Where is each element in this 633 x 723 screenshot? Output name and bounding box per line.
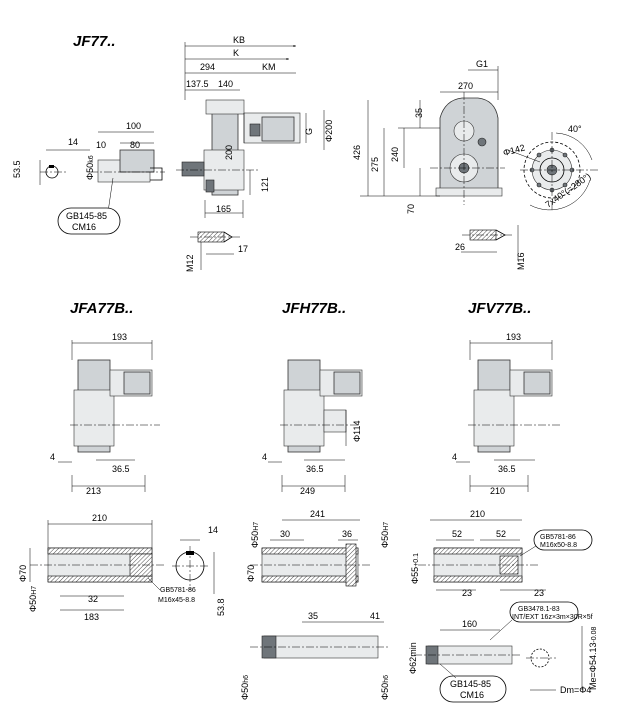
jfv-gb5781: GB5781-86 xyxy=(540,534,576,541)
jf-shaft-detail: 53.5 14 100 80 10 Φ50k6 GB145-85 CM16 xyxy=(12,121,165,235)
jfa-shaft-phi50: Φ50H7 xyxy=(28,586,38,612)
jfa-shaft-183: 183 xyxy=(84,612,99,622)
dim-26: 26 xyxy=(455,242,465,252)
jfa-shaft-32: 32 xyxy=(88,594,98,604)
jfh-shaft-41: 41 xyxy=(370,611,380,621)
dim-165: 165 xyxy=(216,204,231,214)
jfh-shaft-30: 30 xyxy=(280,529,290,539)
jfv-dim-36-5: 36.5 xyxy=(498,464,516,474)
dim-70: 70 xyxy=(406,204,416,214)
jfa-shaft-14: 14 xyxy=(208,525,218,535)
jfv-gb3478: GB3478.1-83 xyxy=(518,606,560,613)
jfh-shaft-phi50-lower-left: Φ50h6 xyxy=(240,675,250,700)
dim-10: 10 xyxy=(96,140,106,150)
jfv-gb3478-spec: INT/EXT 16z×3m×30R×5f xyxy=(512,614,593,621)
jf-front-view: 270 G1 426 275 240 35 70 26 M16 xyxy=(352,59,600,270)
jfv-shaft-52a: 52 xyxy=(452,529,462,539)
title-jf77: JF77.. xyxy=(73,33,116,50)
dim-m16: M16 xyxy=(516,252,526,270)
dim-phi200: Φ200 xyxy=(324,120,334,142)
jfa-dim-213: 213 xyxy=(86,486,101,496)
jfa-dim-36-5: 36.5 xyxy=(112,464,130,474)
dim-270: 270 xyxy=(458,81,473,91)
jfh-shaft-phi50-lower-right: Φ50h6 xyxy=(380,675,390,700)
jfh-dim-36-5: 36.5 xyxy=(306,464,324,474)
jfa-view: 193 4 36.5 213 xyxy=(50,332,160,496)
jfh-shaft-36: 36 xyxy=(342,529,352,539)
jfv-shaft-23a: 23 xyxy=(462,588,472,598)
dim-137-5: 137.5 xyxy=(186,79,209,89)
dim-426: 426 xyxy=(352,145,362,160)
jfa-gb-m16x45: M16x45-8.8 xyxy=(158,597,195,604)
jfv-dim-193: 193 xyxy=(506,332,521,342)
jfh-shaft-phi70: Φ70 xyxy=(246,565,256,582)
dim-35: 35 xyxy=(414,108,424,118)
jfa-shaft-phi70: Φ70 xyxy=(18,565,28,582)
jfv-dim-4: 4 xyxy=(452,452,457,462)
jfv-gb145-2: CM16 xyxy=(460,690,484,700)
dim-14: 14 xyxy=(68,137,78,147)
dim-240: 240 xyxy=(390,147,400,162)
angle-40: 40° xyxy=(568,124,582,134)
jf-side-view: KB K 294 KM 137.5 140 G Φ200 200 121 16 xyxy=(176,35,334,272)
jfa-shaft-53-8: 53.8 xyxy=(216,598,226,616)
dim-140: 140 xyxy=(218,79,233,89)
jfv-dim-210: 210 xyxy=(490,486,505,496)
jfv-me: Me=Φ54.13-0.08 xyxy=(588,626,598,690)
dim-kb: KB xyxy=(233,35,245,45)
jfh-shaft-241: 241 xyxy=(310,509,325,519)
dim-294: 294 xyxy=(200,62,215,72)
jfv-shaft-210: 210 xyxy=(470,509,485,519)
dim-121: 121 xyxy=(260,177,270,192)
dim-100: 100 xyxy=(126,121,141,131)
jfh-dim-4: 4 xyxy=(262,452,267,462)
dim-phi50-k6: Φ50k6 xyxy=(85,155,95,180)
jfv-shaft-160: 160 xyxy=(462,619,477,629)
dim-200: 200 xyxy=(224,145,234,160)
jfa-dim-4: 4 xyxy=(50,452,55,462)
jfv-gb145-1: GB145-85 xyxy=(450,679,491,689)
gb145-note-2: CM16 xyxy=(72,222,96,232)
jfh-shaft-phi50-right: Φ50H7 xyxy=(380,522,390,548)
dim-80: 80 xyxy=(130,140,140,150)
jfa-shaft-detail: 210 Φ70 Φ50H7 32 183 14 53.8 GB5781-86 M… xyxy=(18,513,226,622)
jfv-dm: Dm=Φ4 xyxy=(560,685,591,695)
gb145-note-1: GB145-85 xyxy=(66,211,107,221)
jfv-shaft-detail: 210 52 52 Φ55+0.1 23 23 GB5781-86 M16x50… xyxy=(408,509,598,703)
title-jfa77b: JFA77B.. xyxy=(70,300,133,317)
jfv-gb-m16x50: M16x50-8.8 xyxy=(540,542,577,549)
dim-m12: M12 xyxy=(185,254,195,272)
jfa-dim-193: 193 xyxy=(112,332,127,342)
jfv-view: 193 4 36.5 210 xyxy=(452,332,560,496)
jfv-shaft-phi55: Φ55+0.1 xyxy=(410,553,420,584)
dim-g1: G1 xyxy=(476,59,488,69)
jfv-shaft-52b: 52 xyxy=(496,529,506,539)
dim-53-5: 53.5 xyxy=(12,160,22,178)
jfh-shaft-detail: 241 30 36 Φ50H7 Φ70 Φ50H7 35 41 Φ50h6 Φ5… xyxy=(240,509,390,700)
dim-k: K xyxy=(233,48,239,58)
jfh-phi114: Φ114 xyxy=(352,420,362,442)
jfh-view: Φ114 4 36.5 249 xyxy=(262,359,363,496)
title-jfv77b: JFV77B.. xyxy=(468,300,531,317)
jfv-shaft-23b: 23 xyxy=(534,588,544,598)
jfa-shaft-210: 210 xyxy=(92,513,107,523)
jfa-gb5781: GB5781-86 xyxy=(160,587,196,594)
dim-km: KM xyxy=(262,62,276,72)
jfv-shaft-phi62: Φ62min xyxy=(408,642,418,674)
dim-275: 275 xyxy=(370,157,380,172)
dim-g: G xyxy=(304,128,314,135)
jfh-shaft-phi50: Φ50H7 xyxy=(250,522,260,548)
title-jfh77b: JFH77B.. xyxy=(282,300,346,317)
dim-17: 17 xyxy=(238,244,248,254)
jfh-dim-249: 249 xyxy=(300,486,315,496)
jfh-shaft-35: 35 xyxy=(308,611,318,621)
